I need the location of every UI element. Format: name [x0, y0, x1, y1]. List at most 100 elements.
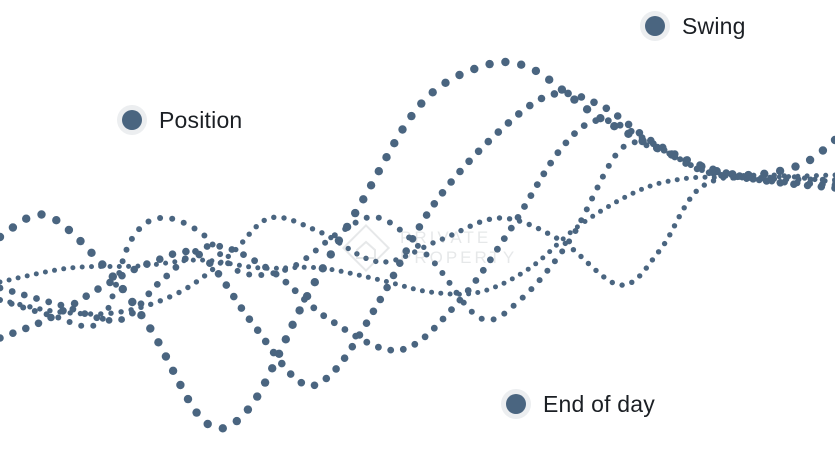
- wave-dot: [601, 274, 607, 280]
- wave-dot: [157, 215, 164, 221]
- wave-dot: [291, 287, 299, 295]
- wave-dot: [31, 308, 38, 314]
- wave-dot: [479, 266, 487, 274]
- wave-dot: [526, 221, 532, 228]
- wave-dot: [411, 340, 419, 348]
- wave-dot: [168, 366, 178, 375]
- wave-dot: [805, 155, 815, 165]
- wave-dot: [240, 239, 246, 245]
- wave-dot: [222, 281, 231, 289]
- wave-dot: [592, 117, 600, 124]
- wave-dot: [217, 251, 224, 258]
- wave-dot: [775, 166, 785, 176]
- wave-dot: [387, 346, 395, 354]
- wave-dot: [590, 98, 598, 107]
- wave-dot: [352, 332, 360, 340]
- wave-dot: [521, 203, 528, 210]
- wave-dot: [510, 302, 517, 309]
- wave-dot: [631, 139, 638, 146]
- wave-dot: [169, 215, 176, 222]
- wave-dot: [382, 153, 391, 162]
- wave-dot: [517, 271, 523, 277]
- wave-dot: [402, 253, 409, 259]
- wave-dot: [261, 217, 267, 224]
- wave-dot: [118, 316, 125, 323]
- wave-dot: [203, 243, 211, 250]
- wave-dot: [393, 257, 399, 263]
- wave-dot: [447, 178, 455, 186]
- wave-dot: [430, 200, 439, 208]
- wave-dot: [260, 378, 270, 387]
- wave-dot: [116, 264, 122, 269]
- wave-dot: [81, 310, 89, 317]
- wave-dot: [347, 270, 353, 276]
- wave-dot: [407, 111, 416, 121]
- wave-dot: [119, 258, 126, 265]
- wave-dot: [474, 147, 483, 156]
- wave-dot: [359, 195, 368, 204]
- wave-dot: [585, 260, 592, 267]
- wave-dot: [649, 140, 657, 148]
- wave-dot: [338, 268, 344, 274]
- wave-dot: [137, 311, 146, 320]
- wave-dot: [33, 295, 40, 302]
- wave-dot: [183, 394, 193, 404]
- wave-dot: [237, 304, 246, 312]
- wave-dot: [236, 262, 242, 268]
- wave-dot: [271, 214, 277, 220]
- wave-dot: [553, 235, 560, 241]
- wave-dot: [767, 174, 773, 180]
- swing-marker-icon: [640, 11, 670, 41]
- wave-dot: [807, 176, 814, 183]
- wave-dot: [602, 104, 611, 113]
- wave-dot: [620, 143, 627, 150]
- label-swing: Swing: [640, 11, 746, 41]
- wave-dot: [246, 264, 252, 270]
- wave-dot: [389, 271, 398, 280]
- wave-dot: [225, 253, 231, 260]
- wave-dot: [466, 291, 472, 297]
- wave-dot: [227, 261, 233, 267]
- wave-dot: [253, 392, 262, 401]
- wave-dot: [118, 284, 128, 294]
- wave-dot: [525, 266, 531, 272]
- wave-dot: [392, 281, 398, 287]
- wave-dot: [506, 216, 513, 222]
- wave-dot: [441, 78, 450, 88]
- wave-dot: [0, 232, 5, 242]
- wave-dot: [550, 90, 559, 98]
- wave-dot: [251, 257, 258, 265]
- wave-dot: [496, 215, 503, 221]
- wave-dot: [9, 329, 17, 338]
- wave-dot: [758, 175, 764, 180]
- wave-dot: [123, 246, 130, 253]
- wave-dot: [698, 167, 705, 173]
- wave-dot: [486, 216, 493, 222]
- wave-dot: [590, 213, 596, 219]
- wave-dot: [70, 299, 79, 308]
- wave-dot: [487, 256, 494, 264]
- wave-dot: [98, 264, 104, 269]
- wave-dot: [345, 245, 351, 252]
- wave-dot: [37, 306, 43, 312]
- wave-dot: [643, 142, 650, 149]
- wave-dot: [375, 343, 382, 351]
- wave-dot: [105, 304, 112, 311]
- wave-dot: [619, 282, 625, 288]
- wave-dot: [163, 272, 171, 280]
- wave-dot: [567, 230, 573, 236]
- wave-dot: [55, 314, 62, 321]
- wave-dot: [192, 408, 201, 417]
- wave-dot: [430, 240, 436, 246]
- wave-dot: [351, 208, 360, 218]
- wave-dot: [232, 416, 241, 426]
- wave-dot: [319, 230, 325, 236]
- wave-dot: [176, 289, 182, 296]
- wave-dot: [398, 125, 407, 134]
- wave-dot: [643, 265, 649, 271]
- wave-dot: [87, 311, 94, 317]
- wave-dot: [161, 352, 171, 361]
- wave-dot: [320, 265, 326, 271]
- wave-dot: [172, 259, 178, 265]
- wave-dot: [348, 342, 357, 351]
